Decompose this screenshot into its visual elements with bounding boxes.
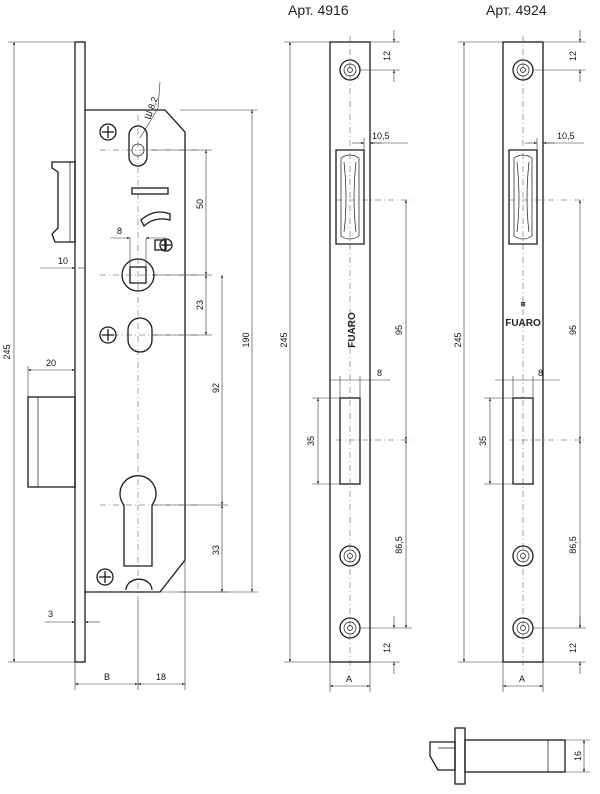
lock-deadbolt <box>27 396 76 488</box>
strike-left-dim-12-bottom: 12 <box>382 643 392 653</box>
dim-33: 33 <box>211 545 221 555</box>
strike-right-dim-12-bottom: 12 <box>568 643 578 653</box>
latch-detail-body <box>464 739 566 773</box>
strike-right-dim-12-top: 12 <box>568 51 578 61</box>
lock-slot-curve <box>140 211 171 228</box>
dim-8: 8 <box>117 226 122 236</box>
dim-190: 190 <box>241 332 251 347</box>
strike-right-dim-35: 35 <box>478 436 488 446</box>
strike-right-dim-86-5: 86,5 <box>568 536 578 554</box>
screw-small <box>159 238 173 252</box>
strike-left-dim-95: 95 <box>394 325 404 335</box>
lock-body-view: 245 Ш 8,2 50 8 10 23 190 92 <box>2 41 258 690</box>
strike-left-dim-245: 245 <box>279 332 289 347</box>
strike-left-latch-opening <box>335 149 365 245</box>
lock-slot-bar <box>131 187 169 195</box>
dim-ball: Ш 8,2 <box>142 95 159 120</box>
latch-detail: 16 <box>429 727 590 785</box>
screw-bottom <box>96 568 114 586</box>
strike-left-dim-10-5: 10,5 <box>372 131 390 141</box>
dim-18: 18 <box>156 672 166 682</box>
dim-10: 10 <box>58 256 68 266</box>
title-left-article: Арт. 4916 <box>288 2 349 18</box>
lock-faceplate <box>74 41 86 663</box>
strike-left-dim-86-5: 86,5 <box>394 536 404 554</box>
latch-detail-tongue <box>429 741 456 771</box>
strike-right-latch-opening <box>508 149 538 245</box>
dim-lock-overall: 245 <box>2 344 12 359</box>
strike-right-dim-95: 95 <box>568 325 578 335</box>
strike-right-dim-A: A <box>519 674 525 684</box>
strike-left-dim-35: 35 <box>306 436 316 446</box>
screw-top <box>99 123 117 141</box>
dim-50: 50 <box>195 199 205 209</box>
dim-backset: B <box>104 672 110 682</box>
lock-slot-top <box>128 125 148 167</box>
strike-left-dim-8: 8 <box>377 368 382 378</box>
strike-left-brand: FUARO <box>347 312 358 348</box>
cylinder-notch <box>125 578 153 591</box>
dim-23: 23 <box>195 300 205 310</box>
latch-detail-dim-16: 16 <box>573 751 583 761</box>
dim-3: 3 <box>48 609 53 619</box>
strike-left-dim-A: A <box>346 674 352 684</box>
strike-plate-left: FUARO 245 12 10,5 95 8 <box>279 30 412 692</box>
strike-right-dim-10-5: 10,5 <box>557 131 575 141</box>
latch-detail-plate <box>454 727 466 785</box>
strike-right-dim-8: 8 <box>538 368 543 378</box>
dim-92: 92 <box>211 383 221 393</box>
title-right-article: Арт. 4924 <box>486 2 547 18</box>
cylinder-hole <box>119 475 157 567</box>
lock-latch <box>51 161 76 243</box>
strike-right-dim-245: 245 <box>453 332 463 347</box>
strike-plate-right: ⊞ FUARO 245 12 10,5 95 8 35 86, <box>453 30 586 692</box>
lock-case <box>85 109 186 593</box>
strike-left-dim-12-top: 12 <box>382 51 392 61</box>
dim-20: 20 <box>46 358 56 368</box>
